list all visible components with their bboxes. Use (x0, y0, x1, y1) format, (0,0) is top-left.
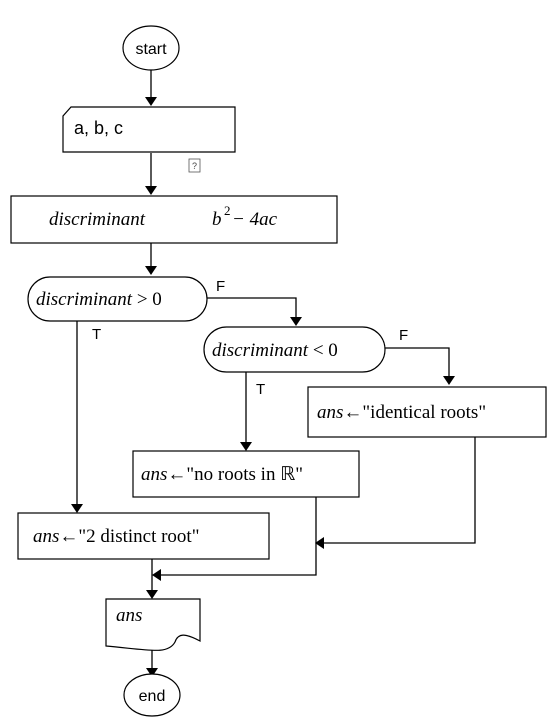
assign-noroots-label: ans←"no roots in ℝ" (141, 464, 303, 485)
assign-arrow: ← (167, 464, 186, 485)
arrowhead (145, 186, 157, 195)
assign-var: ans (33, 526, 59, 547)
arrowhead (71, 504, 83, 513)
output-label: ans (116, 605, 142, 626)
arrowhead (152, 569, 161, 581)
input-label: a, b, c (74, 118, 123, 138)
assign-distinct-node: ans←"2 distinct root" (17, 512, 270, 560)
assign-identical-label: ans←"identical roots" (317, 402, 486, 423)
assign-var: ans (317, 402, 343, 423)
process-b-label: b (212, 209, 222, 230)
input-marker-glyph: ? (192, 161, 197, 171)
connector-identical-merge (323, 437, 476, 544)
start-label: start (135, 41, 167, 58)
process-exponent-label: 2 (224, 203, 231, 218)
decision2-node: discriminant < 0 (203, 326, 386, 373)
process-node: discriminant b 2 − 4ac (10, 195, 338, 244)
assign-identical-node: ans←"identical roots" (307, 386, 547, 438)
input-node: a, b, c (62, 106, 236, 153)
decision2-label: discriminant < 0 (212, 340, 338, 361)
assign-value: "no roots in ℝ" (186, 464, 303, 485)
decision2-op: < 0 (308, 340, 338, 361)
input-marker: ? (188, 158, 201, 173)
true-label-1: T (92, 326, 101, 343)
connector-decision2-false (385, 347, 450, 377)
decision1-var: discriminant (36, 289, 133, 310)
process-rest-label: − 4ac (232, 209, 278, 230)
arrowhead (146, 590, 158, 599)
decision1-op: > 0 (132, 289, 162, 310)
decision1-label: discriminant > 0 (36, 289, 162, 310)
start-node: start (122, 25, 180, 71)
false-label-1: F (216, 278, 225, 295)
arrowhead (145, 97, 157, 106)
connector-noroots-merge (160, 497, 317, 576)
assign-value: "2 distinct root" (78, 526, 199, 547)
arrowhead (146, 668, 158, 677)
process-var-label: discriminant (49, 209, 146, 230)
assign-arrow: ← (59, 526, 78, 547)
decision1-node: discriminant > 0 (27, 276, 208, 322)
arrowhead (315, 537, 324, 549)
arrowhead (240, 442, 252, 451)
false-label-2: F (399, 327, 408, 344)
arrowhead (145, 266, 157, 275)
decision2-var: discriminant (212, 340, 309, 361)
connector-decision1-false (207, 297, 297, 318)
true-label-2: T (256, 381, 265, 398)
assign-value: "identical roots" (362, 402, 486, 423)
arrowhead (443, 376, 455, 385)
assign-noroots-node: ans←"no roots in ℝ" (132, 450, 360, 498)
assign-distinct-label: ans←"2 distinct root" (33, 526, 199, 547)
end-label: end (139, 688, 166, 705)
output-node: ans (105, 598, 201, 651)
end-node: end (123, 673, 181, 717)
assign-arrow: ← (343, 402, 362, 423)
arrowhead (290, 317, 302, 326)
assign-var: ans (141, 464, 167, 485)
